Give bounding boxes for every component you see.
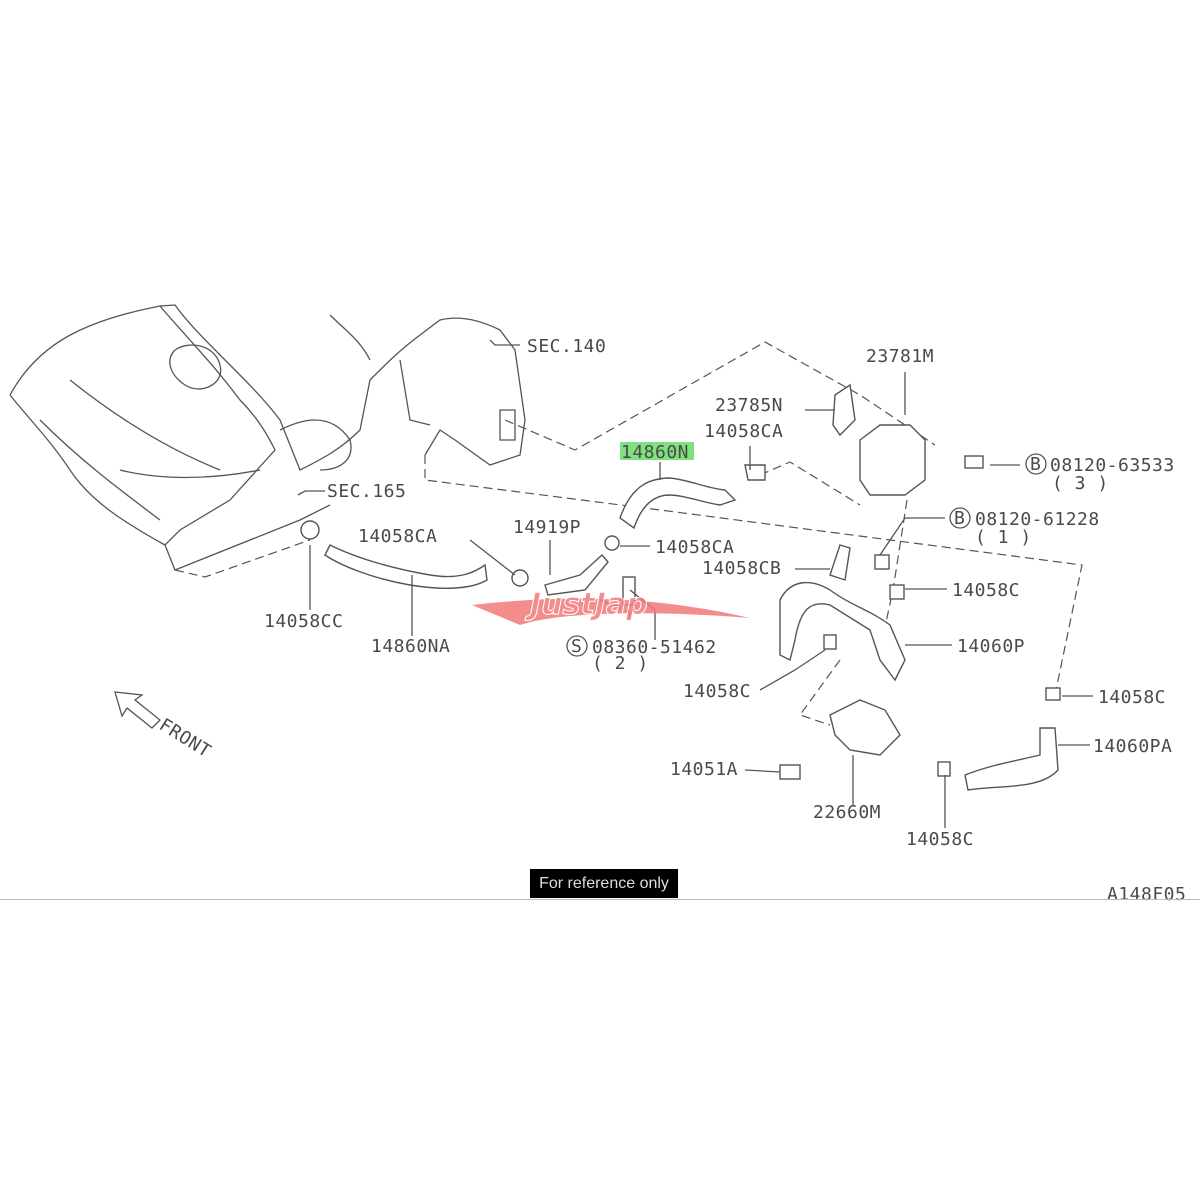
label-08120-61228-qty: ( 1 ) (975, 527, 1032, 548)
label-14860N: 14860N (621, 442, 689, 463)
screw-symbol: S (571, 636, 582, 657)
label-23781M: 23781M (866, 346, 934, 367)
label-14058C-bottom: 14058C (906, 829, 974, 850)
label-08120-63533: 08120-63533 (1050, 455, 1175, 476)
label-08360-51462-qty: ( 2 ) (592, 653, 649, 674)
label-14860NA: 14860NA (371, 636, 450, 657)
label-14058CA-mid: 14058CA (655, 537, 734, 558)
label-14058CC: 14058CC (264, 611, 343, 632)
front-arrow-icon: FRONT (114, 691, 215, 762)
label-sec165: SEC.165 (327, 481, 406, 502)
label-14058CA-top: 14058CA (704, 421, 783, 442)
label-14058C-far: 14058C (1098, 687, 1166, 708)
label-08120-63533-qty: ( 3 ) (1052, 473, 1109, 494)
label-sec140: SEC.140 (527, 336, 606, 357)
label-14060PA: 14060PA (1093, 736, 1172, 757)
label-08360-51462: 08360-51462 (592, 637, 717, 658)
label-14058CB: 14058CB (702, 558, 781, 579)
bolt-symbol-2: B (954, 508, 965, 529)
diagram-code: A148F05 (1107, 884, 1186, 905)
watermark-logo: JustJap (472, 587, 750, 625)
front-label: FRONT (155, 714, 214, 762)
reference-note: For reference only (530, 869, 678, 898)
label-14919P: 14919P (513, 517, 581, 538)
label-08120-61228: 08120-61228 (975, 509, 1100, 530)
label-14058C-mid: 14058C (683, 681, 751, 702)
highlight-14860N (620, 442, 694, 460)
label-14060P: 14060P (957, 636, 1025, 657)
engine-outline (9, 304, 526, 571)
parts (300, 383, 1061, 791)
label-23785N: 23785N (715, 395, 783, 416)
label-14058CA-left: 14058CA (358, 526, 437, 547)
bolt-symbol-icons: B B S (566, 453, 1047, 657)
watermark-text: JustJap (525, 587, 648, 622)
leader-lines (297, 339, 1093, 828)
bolt-symbol-1: B (1030, 454, 1041, 475)
part-labels: SEC.140 SEC.165 23781M 23785N 14058CA 14… (264, 336, 1186, 905)
label-14051A: 14051A (670, 759, 738, 780)
bottom-divider (0, 899, 1200, 900)
label-14058C-right: 14058C (952, 580, 1020, 601)
label-22660M: 22660M (813, 802, 881, 823)
